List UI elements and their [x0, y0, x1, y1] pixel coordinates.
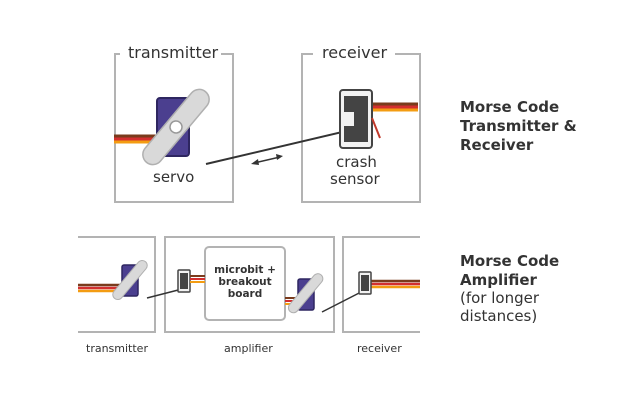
top-transmitter-box [114, 53, 234, 203]
side-title-transmitter-receiver: Morse Code Transmitter & Receiver [460, 98, 577, 154]
top-transmitter-label: transmitter [128, 43, 219, 62]
top-receiver-box [301, 53, 421, 203]
amp-input-wires [190, 275, 205, 283]
top-servo-arm [142, 88, 210, 166]
bottom-receiver-label: receiver [357, 342, 402, 355]
bottom-receiver-box [342, 236, 420, 333]
servo-label: servo [153, 168, 195, 186]
side-title-amplifier: Morse Code Amplifier [460, 252, 560, 289]
bottom-rx-sensor [358, 271, 372, 295]
amp-input-sensor [177, 269, 191, 293]
microbit-board-box [204, 246, 286, 321]
bottom-string-2 [321, 289, 366, 313]
top-crash-sensor [339, 89, 381, 149]
amp-servo-arm [287, 273, 324, 314]
top-receiver-label: receiver [322, 43, 388, 62]
bottom-tx-servo-arm [112, 259, 148, 301]
bottom-amplifier-box [164, 236, 335, 333]
bottom-transmitter-box [78, 236, 156, 333]
top-double-arrow [251, 154, 283, 165]
sensor-label: sensor [330, 170, 380, 188]
crash-label: crash [336, 153, 377, 171]
bottom-transmitter-label: transmitter [86, 342, 148, 355]
microbit-board-label: microbit + breakout board [214, 264, 276, 300]
bottom-rx-wires [370, 279, 420, 289]
bottom-amplifier-label: amplifier [224, 342, 273, 355]
top-sensor-wires [372, 102, 418, 112]
side-note-amplifier: (for longer distances) [460, 289, 540, 325]
